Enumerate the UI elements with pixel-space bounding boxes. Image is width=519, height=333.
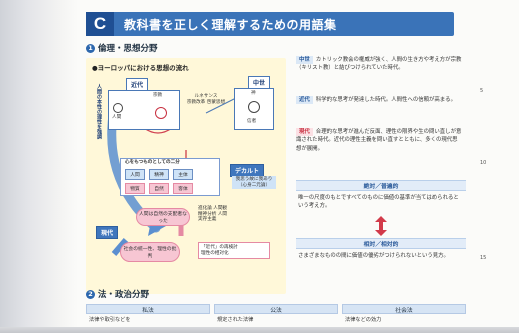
table-header: 社会法 xyxy=(342,304,466,314)
definition-text: カトリック教会の権威が強く、人間の生き方や考え方が宗教（キリスト教）と結びつけら… xyxy=(296,57,462,72)
chapter-title: 教科書を正しく理解するための用語集 xyxy=(124,17,337,32)
definition-modern: 現代合理的な思考が進んだ反面、理性の限界や生の問い直しが意識された時代。近代の理… xyxy=(296,128,462,153)
center-text: 進化論 人間観 xyxy=(198,206,228,211)
section-title: 倫理・思想分野 xyxy=(98,44,158,54)
renaissance-label: ルネサンス xyxy=(194,94,218,99)
table-column: 社会法 法律などの効力 xyxy=(342,304,466,325)
definition-early-modern: 近代科学的な思考が発達した時代。人間性への信頼が高まる。 xyxy=(296,96,462,105)
definition-text: 科学的な思考が発達した時代。人間性への信頼が高まる。 xyxy=(315,97,456,103)
thought-flow-diagram: ●ヨーロッパにおける思想の流れ 近代 中世 人間の本性の理性を強調 宗教 人間 xyxy=(86,58,286,294)
reason-item: 自然 xyxy=(149,183,169,194)
definition-medieval: 中世カトリック教会の権威が強く、人間の生き方や考え方が宗教（キリスト教）と結びつ… xyxy=(296,56,462,73)
table-cell: 規定された法律 xyxy=(217,317,254,323)
line-number: 5 xyxy=(480,88,484,94)
section-number: 2 xyxy=(86,289,95,299)
table-column: 私法 法律や取引などを xyxy=(86,304,210,325)
center-text: 実存主義 xyxy=(198,217,217,222)
diagram-title: ●ヨーロッパにおける思想の流れ xyxy=(92,64,189,72)
reason-item: 精神 xyxy=(149,169,169,180)
law-table: 私法 法律や取引などを 公法 規定された法律 社会法 法律などの効力 xyxy=(86,304,466,325)
tag-medieval: 中世 xyxy=(248,76,271,89)
table-header: 公法 xyxy=(214,304,338,314)
reason-item: 物質 xyxy=(125,183,145,194)
definition-text: 合理的な思考が進んだ反面、理性の限界や生の問い直しが意識された時代。近代の理性主… xyxy=(296,129,462,152)
critique-bubble: 社会の統一性、理性の批判 xyxy=(120,242,180,262)
definition-term: 中世 xyxy=(296,56,313,65)
question-bubble: 人間は自然の支配者なった xyxy=(136,208,190,226)
page-bottom-edge xyxy=(0,327,519,333)
concept-absolute-text: 唯一の尺度のもとですべてのものに価値の基準が当てはめられるという考え方。 xyxy=(298,195,459,210)
table-header: 私法 xyxy=(86,304,210,314)
center-text: 精神分析 人間 xyxy=(198,211,228,217)
reason-item: 主体 xyxy=(173,169,193,180)
religion-label: 宗教 xyxy=(153,93,163,98)
section-heading-ethics: 1 倫理・思想分野 xyxy=(86,42,158,54)
section-number: 1 xyxy=(86,43,95,53)
table-column: 公法 規定された法律 xyxy=(214,304,338,325)
god-label: 神 xyxy=(251,91,256,96)
line-number: 15 xyxy=(480,255,487,261)
center-text-block: 進化論 人間観 精神分析 人間 実存主義 xyxy=(198,206,272,223)
person-label: 人間 xyxy=(112,115,122,120)
reason-item: 客体 xyxy=(173,183,193,194)
person-icon xyxy=(113,103,123,113)
result-item: 理性の相対化 xyxy=(201,250,229,256)
believer-icon xyxy=(248,101,260,113)
result-item: 「近代」の再検討 xyxy=(201,245,238,250)
concept-relative-text: さまざまなものの間に価値の優劣がつけられないという見方。 xyxy=(298,253,449,259)
result-block: 「近代」の再検討 理性の相対化 xyxy=(198,242,270,259)
reason-box-title: 心をもつものとしての二分 xyxy=(125,160,180,165)
tag-modern: 現代 xyxy=(96,226,119,239)
descartes-text: 我思う故に我あり（心身二元論） xyxy=(232,176,276,189)
definition-term: 近代 xyxy=(296,96,313,105)
double-arrow-icon xyxy=(375,216,387,236)
table-cell: 法律や取引などを xyxy=(89,317,131,323)
medieval-box: 神 信者 xyxy=(234,88,274,130)
reason-item: 人間 xyxy=(125,169,145,180)
concept-relative-head: 相対／相対的 xyxy=(296,238,466,249)
chapter-header: C 教科書を正しく理解するための用語集 xyxy=(86,12,454,36)
section-title: 法・政治分野 xyxy=(98,290,150,300)
reason-division-box: 心をもつものとしての二分 人間 精神 主体 物質 自然 客体 xyxy=(120,158,220,196)
left-vertical-label: 人間の本性の理性を強調 xyxy=(96,84,102,139)
page-binding-shadow xyxy=(0,0,78,333)
early-modern-box: 宗教 人間 xyxy=(108,90,180,130)
concept-absolute-head: 絶対／普遍的 xyxy=(296,180,466,191)
section-heading-law: 2 法・政治分野 xyxy=(86,288,149,300)
definition-term: 現代 xyxy=(296,128,313,137)
chapter-letter: C xyxy=(86,12,114,36)
renaissance-block: ルネサンス 宗教改革 啓蒙思想 xyxy=(186,94,226,105)
believer-label: 信者 xyxy=(247,119,257,124)
renaissance-sub: 宗教改革 啓蒙思想 xyxy=(186,99,226,105)
line-number: 10 xyxy=(480,160,487,166)
circle-icon xyxy=(155,107,167,119)
table-cell: 法律などの効力 xyxy=(345,317,382,323)
